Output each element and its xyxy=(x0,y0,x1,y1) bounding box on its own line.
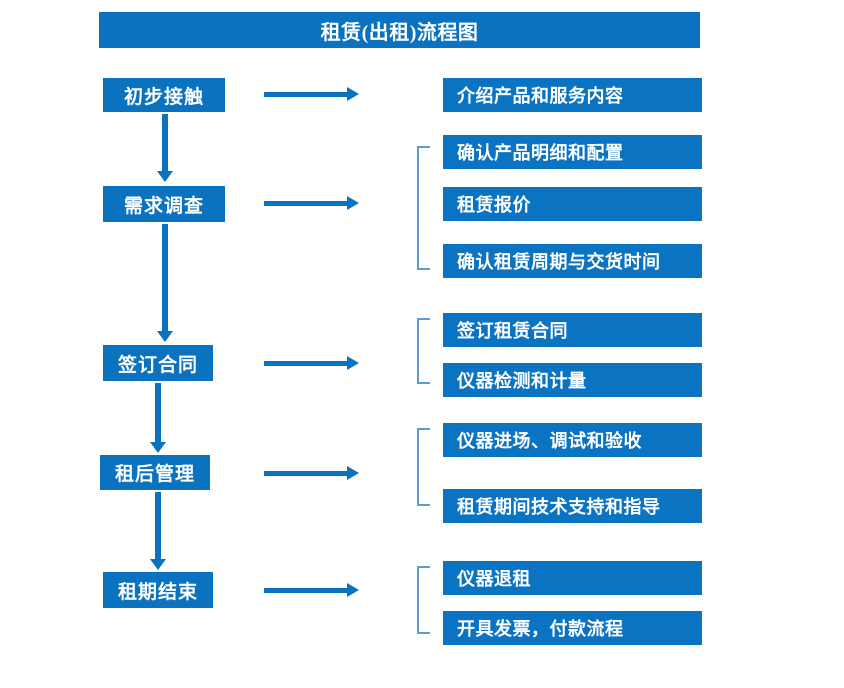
stage-box-post-rental-management[interactable]: 租后管理 xyxy=(100,455,210,490)
vertical-arrow-contract-to-management xyxy=(150,383,166,453)
task-box-technical-support[interactable]: 租赁期间技术支持和指导 xyxy=(443,489,702,523)
group-bracket-4 xyxy=(417,428,430,506)
horizontal-arrow-to-group-1 xyxy=(264,87,359,101)
stage-box-rental-end[interactable]: 租期结束 xyxy=(103,572,213,608)
task-box-sign-rental-contract[interactable]: 签订租赁合同 xyxy=(443,313,702,347)
horizontal-arrow-to-group-4 xyxy=(264,466,359,480)
vertical-arrow-survey-to-contract xyxy=(157,224,173,342)
task-box-confirm-product-details[interactable]: 确认产品明细和配置 xyxy=(443,135,702,169)
stage-box-requirement-survey[interactable]: 需求调查 xyxy=(103,186,225,222)
vertical-arrow-contact-to-survey xyxy=(157,114,173,182)
horizontal-arrow-to-group-2 xyxy=(264,196,359,210)
task-box-invoice-payment[interactable]: 开具发票，付款流程 xyxy=(443,611,702,645)
task-box-confirm-rental-period[interactable]: 确认租赁周期与交货时间 xyxy=(443,244,702,278)
task-box-instrument-installation[interactable]: 仪器进场、调试和验收 xyxy=(443,423,702,457)
task-box-instrument-inspection[interactable]: 仪器检测和计量 xyxy=(443,363,702,397)
page-title: 租赁(出租)流程图 xyxy=(99,12,700,48)
group-bracket-5 xyxy=(417,566,430,634)
horizontal-arrow-to-group-3 xyxy=(264,356,359,370)
stage-box-sign-contract[interactable]: 签订合同 xyxy=(103,345,213,381)
horizontal-arrow-to-group-5 xyxy=(264,583,359,597)
vertical-arrow-management-to-end xyxy=(150,492,166,570)
task-box-rental-quotation[interactable]: 租赁报价 xyxy=(443,187,702,221)
task-box-instrument-return[interactable]: 仪器退租 xyxy=(443,561,702,595)
stage-box-initial-contact[interactable]: 初步接触 xyxy=(103,78,225,112)
group-bracket-2 xyxy=(417,146,430,270)
task-box-introduce-products[interactable]: 介绍产品和服务内容 xyxy=(443,78,702,112)
group-bracket-3 xyxy=(417,318,430,384)
